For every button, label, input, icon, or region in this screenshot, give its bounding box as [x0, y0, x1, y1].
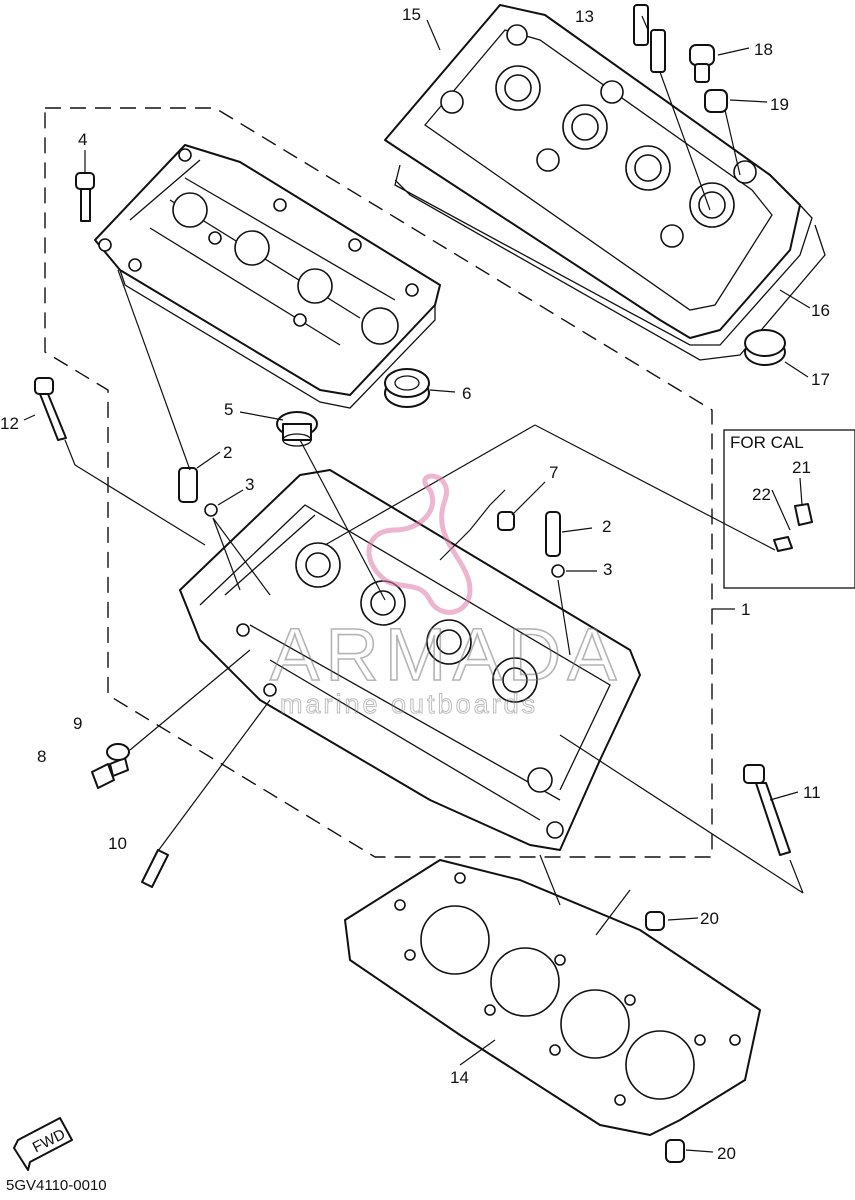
- grommet-17: [744, 329, 786, 366]
- dowel-pin-20a: [645, 911, 665, 931]
- plug-7: [497, 511, 515, 531]
- leader-lines: [23, 15, 811, 1153]
- callout-3a: 3: [245, 475, 254, 494]
- o-ring-3a: [204, 503, 218, 517]
- callout-20b: 20: [717, 1144, 736, 1163]
- callout-6: 6: [462, 384, 471, 403]
- cylinder-head: [179, 469, 641, 851]
- seal-6: [384, 368, 430, 408]
- callout-7: 7: [549, 463, 558, 482]
- callout-1: 1: [741, 600, 750, 619]
- dowel-pin-2b: [545, 511, 561, 557]
- plug-5: [276, 411, 318, 447]
- brand-watermark: ARMADA marine outboards: [269, 473, 623, 720]
- cylinder-head-cover: [384, 4, 826, 361]
- callout-4: 4: [78, 130, 87, 149]
- cap-18: [689, 44, 715, 83]
- callout-16: 16: [811, 301, 830, 320]
- bolt-4: [75, 172, 95, 222]
- callout-labels: 15 13 18 19 16 17 4 6 5 12 2 3 7 2 3 1 9…: [0, 5, 830, 1163]
- callout-9: 9: [73, 714, 82, 733]
- callout-8: 8: [37, 747, 46, 766]
- spark-plug: [633, 4, 666, 73]
- callout-11: 11: [803, 783, 821, 802]
- dowel-pin-20b: [665, 1139, 685, 1163]
- callout-15: 15: [402, 5, 421, 24]
- callout-12: 12: [0, 414, 19, 433]
- callout-18: 18: [754, 40, 773, 59]
- callout-20a: 20: [700, 909, 719, 928]
- stud-bolt-10: [141, 849, 169, 888]
- callout-14: 14: [450, 1068, 469, 1087]
- assembly-boundary: [44, 107, 713, 858]
- watermark-logo-mark: [366, 473, 473, 615]
- bolt-11: [743, 764, 791, 856]
- camshaft-holder: [94, 144, 441, 409]
- for-cal-label: FOR CAL: [730, 433, 804, 452]
- dowel-pin-2a: [178, 467, 198, 503]
- callout-3b: 3: [603, 560, 612, 579]
- callout-13: 13: [575, 7, 594, 26]
- part-code: 5GV4110-0010: [6, 1177, 107, 1194]
- fwd-arrow-icon: FWD: [13, 1117, 73, 1171]
- for-cal-box: [723, 429, 855, 589]
- callout-2b: 2: [602, 517, 611, 536]
- watermark-tagline: marine outboards: [280, 689, 538, 719]
- callout-2a: 2: [223, 443, 232, 462]
- callout-5: 5: [224, 400, 233, 419]
- callout-21: 21: [792, 458, 811, 477]
- washer-9: [106, 743, 130, 761]
- watermark-brand: ARMADA: [270, 613, 623, 696]
- o-ring-3b: [551, 564, 565, 578]
- callout-17: 17: [811, 370, 830, 389]
- callout-10: 10: [108, 834, 127, 853]
- callout-19: 19: [770, 95, 789, 114]
- bolt-8: [91, 757, 129, 789]
- callout-22: 22: [752, 485, 771, 504]
- cylinder-head-gasket: [344, 859, 761, 1136]
- grommet-19: [704, 89, 728, 113]
- bolt-12: [34, 377, 67, 441]
